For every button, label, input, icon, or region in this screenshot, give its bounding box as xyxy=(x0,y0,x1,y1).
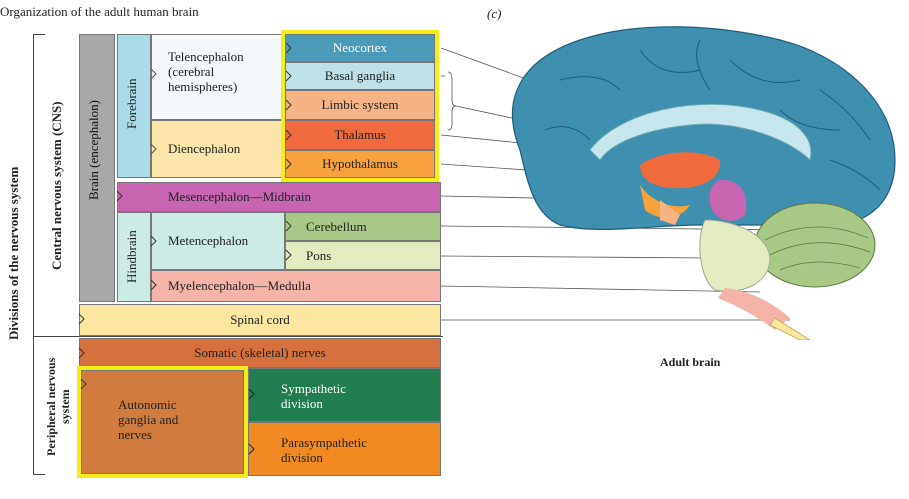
cell-autonomic: Autonomic ganglia and nerves xyxy=(81,370,244,474)
cell-hypothalamus: Hypothalamus xyxy=(285,150,435,178)
cell-mesencephalon: Mesencephalon—Midbrain xyxy=(117,182,441,212)
figure-title-text: Organization of the adult human brain xyxy=(0,4,199,19)
hindbrain-bar xyxy=(117,212,151,302)
label-cns: Central nervous system (CNS) xyxy=(49,101,64,271)
structures-highlight xyxy=(281,30,439,182)
caret-icon xyxy=(78,347,85,359)
forebrain-bar xyxy=(117,34,151,178)
caret-icon xyxy=(78,313,85,325)
cell-neocortex: Neocortex xyxy=(285,34,435,62)
caret-icon xyxy=(150,68,157,80)
caret-icon xyxy=(150,279,157,291)
label-divisions: Divisions of the nervous system xyxy=(6,166,21,340)
cell-myelencephalon: Myelencephalon—Medulla xyxy=(151,270,441,302)
caret-icon xyxy=(80,378,87,390)
cell-sympathetic: Sympathetic division xyxy=(248,368,441,422)
caret-icon xyxy=(150,235,157,247)
label-forebrain: Forebrain xyxy=(124,78,139,130)
basal-ganglia-label: Basal ganglia xyxy=(324,68,396,83)
cell-cerebellum: Cerebellum xyxy=(285,212,441,241)
neocortex-shape xyxy=(511,26,896,231)
myelencephalon-label: Myelencephalon—Medulla xyxy=(168,278,311,293)
caret-icon xyxy=(285,42,292,54)
cerebellum-label: Cerebellum xyxy=(306,218,367,234)
cell-parasympathetic: Parasympathetic division xyxy=(248,422,441,476)
caret-icon xyxy=(285,70,292,82)
panel-label: (c) xyxy=(487,6,502,21)
spinal-cord-label: Spinal cord xyxy=(230,312,290,327)
label-hindbrain: Hindbrain xyxy=(124,230,139,284)
brain-illustration xyxy=(440,26,896,340)
metencephalon-label: Metencephalon xyxy=(168,233,249,248)
cell-telencephalon: Telencephalon (cerebral hemispheres) xyxy=(151,34,285,120)
thalamus-label: Thalamus xyxy=(334,127,386,142)
hypothalamus-label: Hypothalamus xyxy=(322,156,398,171)
label-pns: Peripheral nervous system xyxy=(44,342,80,472)
diencephalon-label: Diencephalon xyxy=(168,141,241,156)
cell-pons: Pons xyxy=(285,241,441,270)
limbic-label: Limbic system xyxy=(321,97,399,112)
caret-icon xyxy=(150,143,157,155)
bracket-cns-pns-divider xyxy=(33,336,443,337)
cell-somatic: Somatic (skeletal) nerves xyxy=(79,338,441,368)
cell-basal-ganglia: Basal ganglia xyxy=(285,62,435,90)
cell-limbic-system: Limbic system xyxy=(285,90,435,120)
figure-title: Organization of the adult human brain xyxy=(0,4,199,20)
label-pns-text: Peripheral nervous system xyxy=(44,357,72,457)
pons-label: Pons xyxy=(306,247,332,263)
caret-icon xyxy=(285,99,292,111)
autonomic-label: Autonomic ganglia and nerves xyxy=(118,397,179,442)
cell-spinal-cord: Spinal cord xyxy=(79,304,441,336)
caret-icon xyxy=(285,220,292,232)
bracket-outer xyxy=(33,34,45,475)
label-brain: Brain (encephalon) xyxy=(86,100,101,200)
sympathetic-label: Sympathetic division xyxy=(281,381,346,411)
cell-thalamus: Thalamus xyxy=(285,120,435,150)
caret-icon xyxy=(285,129,292,141)
parasympathetic-label: Parasympathetic division xyxy=(281,435,367,465)
telencephalon-label: Telencephalon (cerebral hemispheres) xyxy=(168,49,244,94)
caret-icon xyxy=(285,249,292,261)
caret-icon xyxy=(248,443,255,455)
cell-metencephalon: Metencephalon xyxy=(151,212,285,270)
cell-diencephalon: Diencephalon xyxy=(151,120,285,178)
caret-icon xyxy=(248,388,255,400)
brain-caption: Adult brain xyxy=(660,355,721,369)
autonomic-highlight xyxy=(77,366,248,478)
mesencephalon-label: Mesencephalon—Midbrain xyxy=(168,189,311,204)
neocortex-label: Neocortex xyxy=(332,40,388,55)
somatic-label: Somatic (skeletal) nerves xyxy=(194,345,326,360)
caret-icon xyxy=(116,190,123,202)
caret-icon xyxy=(285,158,292,170)
brain-bar xyxy=(79,34,115,302)
